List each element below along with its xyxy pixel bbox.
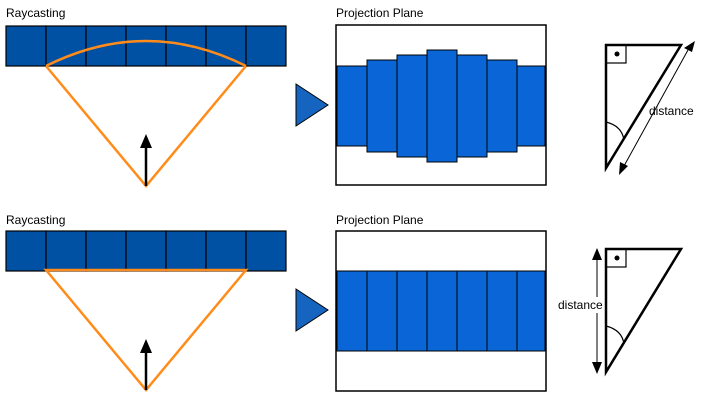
bottom-column (486, 270, 518, 352)
top-column (396, 54, 428, 158)
top-grid-cell (125, 25, 167, 67)
top-raycasting-label: Raycasting (6, 6, 65, 20)
top-row: Raycasting Projection Plane (5, 6, 695, 188)
top-play-triangle (295, 83, 329, 127)
top-distance-arrow (619, 41, 695, 175)
top-angle-arc (605, 121, 625, 141)
bottom-fov-cone (43, 268, 249, 392)
bottom-row: Raycasting Projection Plane (5, 213, 684, 392)
bottom-column (396, 270, 428, 352)
top-fov-arc (45, 39, 247, 68)
bottom-grid-cell (85, 230, 127, 272)
bottom-right-triangle (604, 247, 684, 377)
top-grid-cell (205, 25, 247, 67)
bottom-wall-grid (5, 230, 287, 272)
top-right-angle-dot (614, 51, 620, 57)
top-column (336, 65, 368, 147)
top-grid-cell (5, 25, 47, 67)
bottom-projection-frame (335, 230, 547, 392)
top-projection-frame (335, 24, 547, 186)
bottom-grid-cell (205, 230, 247, 272)
top-column (426, 49, 458, 163)
bottom-raycasting-label: Raycasting (6, 213, 65, 227)
top-column (366, 59, 398, 153)
top-distance-label: distance (649, 104, 694, 118)
top-column (456, 54, 488, 158)
bottom-distance-label: distance (558, 298, 603, 312)
bottom-player-arrow (140, 339, 152, 390)
top-projection-columns (336, 49, 546, 163)
top-column (486, 59, 518, 153)
bottom-column (516, 270, 546, 352)
bottom-grid-cell (45, 230, 87, 272)
bottom-angle-arc (605, 325, 625, 345)
top-right-triangle (604, 43, 684, 173)
bottom-grid-cell (125, 230, 167, 272)
bottom-projection-label: Projection Plane (336, 213, 424, 227)
top-player-arrow (140, 134, 152, 186)
bottom-right-angle-dot (614, 255, 620, 261)
bottom-grid-cell (5, 230, 47, 272)
top-grid-cell (245, 25, 287, 67)
bottom-column (366, 270, 398, 352)
top-projection-label: Projection Plane (336, 6, 424, 20)
bottom-column (426, 270, 458, 352)
bottom-projection-columns (336, 270, 546, 352)
bottom-column (336, 270, 368, 352)
bottom-column (456, 270, 488, 352)
top-grid-cell (45, 25, 87, 67)
bottom-grid-cell (165, 230, 207, 272)
bottom-grid-cell (245, 230, 287, 272)
top-wall-grid (5, 25, 287, 67)
bottom-distance-label-bg (556, 297, 604, 313)
bottom-play-triangle (295, 288, 329, 332)
top-column (516, 65, 546, 147)
